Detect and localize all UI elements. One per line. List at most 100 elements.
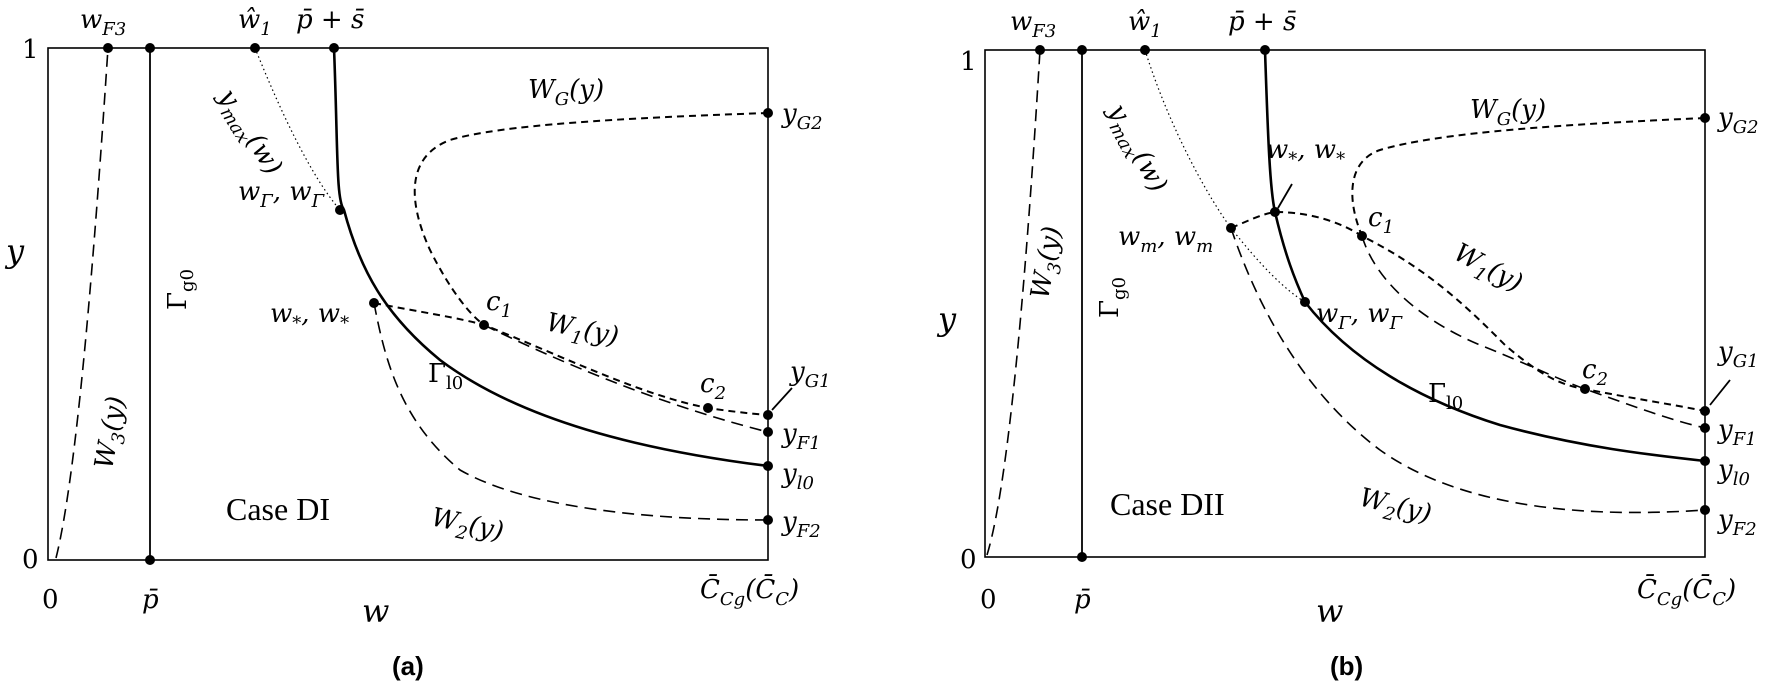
label-w1hat-b: ŵ1 (1128, 7, 1162, 42)
w3-curve-b (986, 49, 1041, 556)
wg-curve-a (413, 112, 769, 326)
w3-label-a: W3(y) (89, 394, 136, 472)
panel-b: 1 0 0 p̄ y w C̄Cg(C̄C) Γg0 W3(y) ymax(w)… (936, 7, 1759, 681)
w3-curve-a (55, 47, 109, 559)
w2-label-a: W2(y) (428, 503, 507, 552)
panel-a: 1 0 0 p̄ y w C̄Cg(C̄C) Γg0 W3(y) ymax(w)… (4, 5, 831, 681)
label-yg2-b: yG2 (1717, 103, 1759, 138)
gamma-l0-label-a: Γl0 (428, 359, 463, 394)
label-c2-a: c2 (700, 369, 726, 404)
point-yg1-b (1700, 406, 1710, 416)
gamma-g0-label-b: Γg0 (1095, 277, 1130, 318)
label-yf1-a: yF1 (781, 419, 821, 454)
gamma-l0-curve-b (1263, 49, 1706, 463)
point-c2-b (1580, 384, 1590, 394)
label-c1-b: c1 (1368, 203, 1394, 238)
label-wf3-a: wF3 (80, 5, 126, 40)
w2-label-b: W2(y) (1355, 483, 1434, 535)
w3-label-b: W3(y) (1025, 224, 1072, 302)
w1-lower-curve-a (483, 324, 769, 433)
panel-label-b: (b) (1330, 651, 1363, 681)
point-c1-a (479, 320, 489, 330)
label-c2-b: c2 (1582, 355, 1608, 390)
point-pbar-bottom-b (1077, 552, 1087, 562)
y-axis-title-a: y (4, 232, 25, 270)
w1-lower-curve-b (1361, 235, 1706, 429)
point-yg1-a (763, 410, 773, 420)
label-pbar-sbar-b: p̄ + s̄ (1228, 7, 1297, 37)
point-wstar-b (1270, 207, 1280, 217)
label-yg1-b: yG1 (1717, 337, 1759, 372)
point-wgamma-b (1300, 297, 1310, 307)
y-axis-title-b: y (936, 300, 957, 338)
case-label-a: Case DI (226, 491, 330, 527)
point-wf3-a (103, 43, 113, 53)
plot-frame-a (47, 47, 769, 561)
point-yl0-b (1700, 456, 1710, 466)
point-yf1-a (763, 427, 773, 437)
x-tick-pbar-b: p̄ (1074, 585, 1091, 615)
point-wm-b (1226, 223, 1236, 233)
point-yg2-b (1700, 113, 1710, 123)
label-yg1-a: yG1 (789, 357, 831, 392)
wg-label-a: WG(y) (528, 75, 604, 110)
label-c1-a: c1 (486, 287, 512, 322)
arrow-yg1-a (771, 387, 793, 411)
point-yf2-b (1700, 505, 1710, 515)
point-w1hat-a (250, 43, 260, 53)
w2-curve-a (373, 302, 769, 521)
w1-label-a: W1(y) (543, 308, 622, 357)
label-yf1-b: yF1 (1717, 415, 1757, 450)
y-tick-0-b: 0 (960, 545, 977, 575)
y-tick-1-b: 1 (960, 47, 977, 77)
point-yg2-a (763, 108, 773, 118)
label-wf3-b: wF3 (1010, 7, 1056, 42)
point-c2-a (703, 403, 713, 413)
wg-curve-b (1351, 117, 1706, 237)
label-yg2-a: yG2 (781, 99, 823, 134)
point-pbar-sbar-b (1260, 45, 1270, 55)
gamma-l0-curve-a (332, 47, 769, 468)
case-label-b: Case DII (1110, 486, 1225, 522)
label-yf2-b: yF2 (1717, 505, 1757, 540)
w1-label-b: W1(y) (1446, 238, 1527, 303)
label-yl0-b: yl0 (1717, 455, 1750, 490)
point-yf1-b (1700, 423, 1710, 433)
point-wf3-b (1035, 45, 1045, 55)
point-pbar-top-b (1077, 45, 1087, 55)
arrow-wstar-b (1277, 183, 1293, 209)
w1-curve-b (1230, 210, 1706, 412)
plot-frame-b (984, 49, 1706, 558)
label-yl0-a: yl0 (781, 459, 814, 494)
x-tick-right-b: C̄Cg(C̄C) (1637, 573, 1736, 610)
gamma-g0-label-a: Γg0 (163, 269, 198, 310)
x-axis-title-b: w (1316, 592, 1343, 630)
wg-label-b: WG(y) (1470, 95, 1546, 130)
label-wgamma-a: wΓ, wΓ (238, 177, 326, 212)
label-wgamma-b: wΓ, wΓ (1316, 299, 1404, 334)
gamma-l0-label-b: Γl0 (1428, 379, 1463, 414)
x-axis-title-a: w (362, 592, 389, 630)
x-tick-pbar-a: p̄ (142, 585, 159, 615)
y-tick-1-a: 1 (22, 35, 39, 65)
y-tick-0-a: 0 (22, 545, 39, 575)
label-wstar-a: w*, w* (270, 299, 349, 334)
point-wstar-a (369, 298, 379, 308)
label-pbar-sbar-a: p̄ + s̄ (296, 5, 365, 35)
x-tick-0-b: 0 (980, 585, 997, 615)
point-yl0-a (763, 461, 773, 471)
point-yf2-a (763, 515, 773, 525)
point-wgamma-a (335, 205, 345, 215)
point-pbar-sbar-a (329, 43, 339, 53)
label-wstar-b: w*, w* (1266, 135, 1345, 170)
panel-label-a: (a) (392, 651, 424, 681)
arrow-yg1-b (1709, 379, 1731, 406)
point-pbar-bottom-a (145, 555, 155, 565)
x-tick-0-a: 0 (42, 585, 59, 615)
x-tick-right-a: C̄Cg(C̄C) (700, 573, 799, 610)
point-w1hat-b (1140, 45, 1150, 55)
w2-curve-b (1230, 227, 1706, 514)
point-c1-b (1357, 231, 1367, 241)
label-w1hat-a: ŵ1 (238, 5, 272, 40)
